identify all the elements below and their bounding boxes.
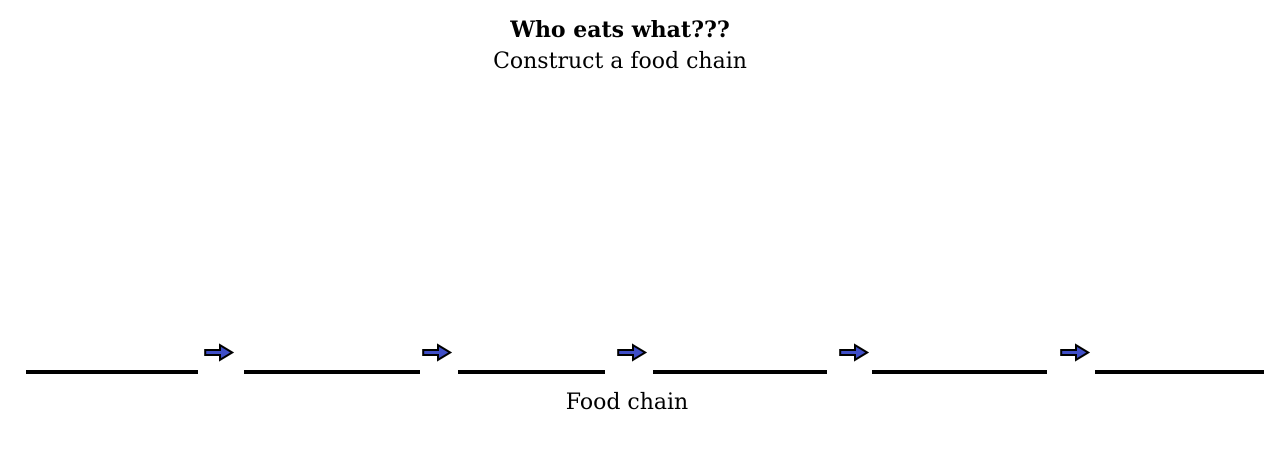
arrow-right-icon <box>204 343 235 362</box>
arrow-right-icon <box>1060 343 1091 362</box>
food-chain-blank-3[interactable] <box>458 370 605 374</box>
arrow-right-icon <box>617 343 648 362</box>
food-chain-blank-6[interactable] <box>1095 370 1264 374</box>
arrow-right-icon <box>839 343 870 362</box>
page-subtitle: Construct a food chain <box>493 49 747 74</box>
arrow-right-icon <box>422 343 453 362</box>
food-chain-blank-1[interactable] <box>26 370 198 374</box>
food-chain-blank-2[interactable] <box>244 370 420 374</box>
food-chain-blank-5[interactable] <box>872 370 1047 374</box>
food-chain-blank-4[interactable] <box>653 370 827 374</box>
page-title: Who eats what??? <box>510 17 730 43</box>
food-chain-label: Food chain <box>565 390 689 415</box>
